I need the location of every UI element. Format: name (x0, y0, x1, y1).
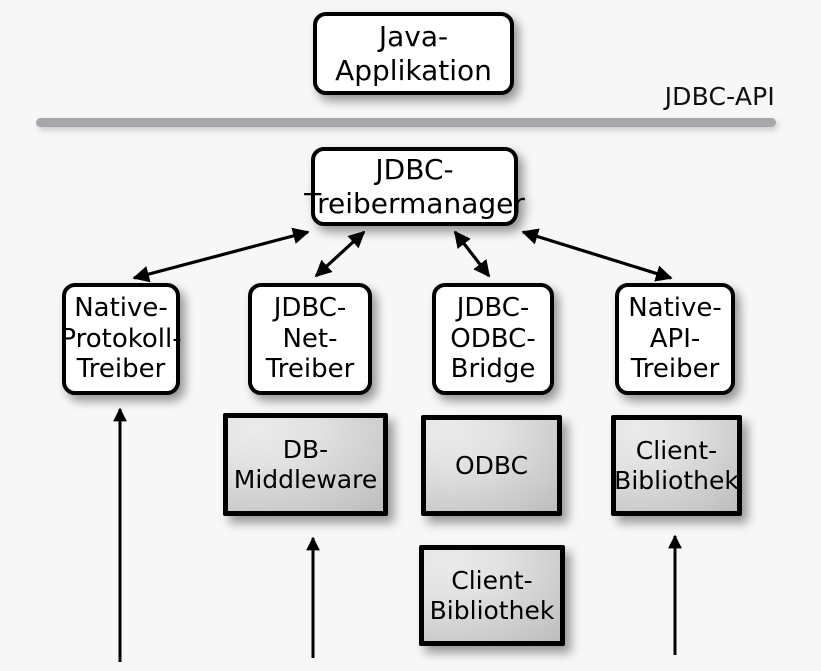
support-label-client-bibliothek-right: Client- Bibliothek (614, 436, 739, 495)
driver-label-native-api: Native- API- Treiber (628, 292, 722, 385)
jdbc-api-label: JDBC-API (664, 82, 775, 111)
java-application-label: Java- Applikation (335, 20, 492, 87)
support-box-db-middleware: DB- Middleware (223, 413, 388, 516)
support-label-odbc: ODBC (454, 450, 529, 480)
support-box-client-bibliothek-right: Client- Bibliothek (611, 415, 742, 516)
driver-label-jdbc-net: JDBC- Net- Treiber (265, 292, 355, 385)
support-box-odbc: ODBC (421, 415, 562, 516)
driver-label-native-protokoll: Native- Protokoll- Treiber (60, 292, 182, 385)
driver-box-jdbc-net: JDBC- Net- Treiber (248, 283, 372, 395)
driver-box-native-protokoll: Native- Protokoll- Treiber (60, 283, 182, 395)
driver-box-jdbc-odbc-bridge: JDBC- ODBC- Bridge (432, 283, 554, 395)
driver-label-jdbc-odbc-bridge: JDBC- ODBC- Bridge (450, 292, 536, 385)
java-application-box: Java- Applikation (313, 12, 514, 95)
arrow-manager-jdbc-net (314, 230, 366, 278)
jdbc-treibermanager-box: JDBC- Treibermanager (304, 147, 525, 226)
support-label-client-bibliothek-center: Client- Bibliothek (429, 566, 555, 625)
arrow-manager-jdbc-odbc-bridge (453, 230, 491, 278)
driver-box-native-api: Native- API- Treiber (615, 283, 735, 395)
jdbc-treibermanager-label: JDBC- Treibermanager (304, 153, 525, 220)
support-box-client-bibliothek-center: Client- Bibliothek (419, 545, 565, 646)
jdbc-api-separator-bar (36, 118, 776, 127)
arrow-manager-native-api (521, 228, 673, 282)
support-label-db-middleware: DB- Middleware (233, 435, 378, 494)
arrow-manager-native-protokoll (132, 227, 310, 283)
